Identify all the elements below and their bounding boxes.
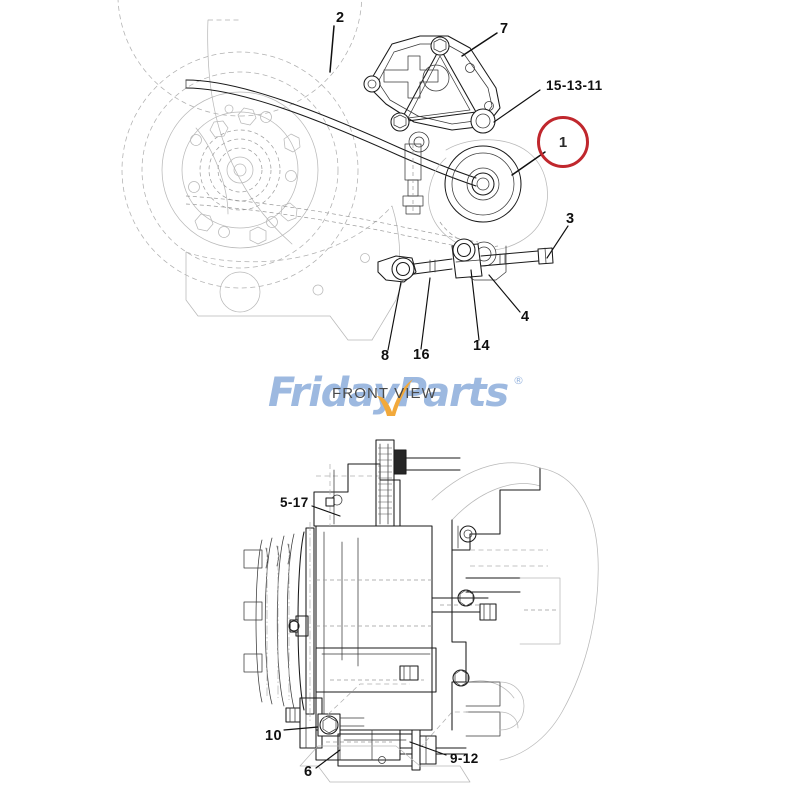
callout-label-4: 4 [521, 309, 530, 325]
callout-label-5-17: 5-17 [280, 495, 309, 510]
upper-leader-lines [329, 25, 569, 351]
highlighted-part-callout-1: 1 [537, 116, 589, 168]
callout-label-10: 10 [265, 728, 282, 744]
adjusting-strut [402, 143, 424, 215]
compressor-body-section [313, 439, 489, 761]
callout-label-8: 8 [381, 348, 390, 364]
callout-label-15-13-11: 15-13-11 [546, 78, 603, 93]
section-hatching [378, 447, 392, 515]
callout-label-6: 6 [304, 764, 313, 780]
callout-label-3: 3 [566, 211, 575, 227]
callout-label-7: 7 [500, 21, 509, 37]
callout-label-2: 2 [336, 10, 345, 26]
front-view-caption: FRONT VIEW [332, 385, 437, 402]
lower-bolt-assembly [285, 683, 471, 783]
callout-label-14: 14 [473, 338, 490, 354]
upper-front-view-drawing [117, 0, 569, 351]
mounting-bracket [363, 35, 501, 134]
mounting-bracket-section [399, 462, 599, 761]
highlight-part-number: 1 [558, 133, 568, 151]
ac-compressor-front [428, 139, 548, 281]
callout-label-16: 16 [413, 347, 430, 363]
crankshaft-pulley [117, 0, 363, 289]
idler-pulley [408, 131, 430, 153]
lower-section-view-drawing [243, 439, 599, 783]
lower-leader-lines [283, 505, 447, 769]
callout-label-9-12: 9-12 [450, 751, 479, 766]
tensioner-link-assembly [377, 238, 554, 283]
pulley-bolt-pattern [188, 104, 301, 245]
drive-belt [185, 79, 479, 251]
clutch-pulley-section [243, 522, 315, 722]
